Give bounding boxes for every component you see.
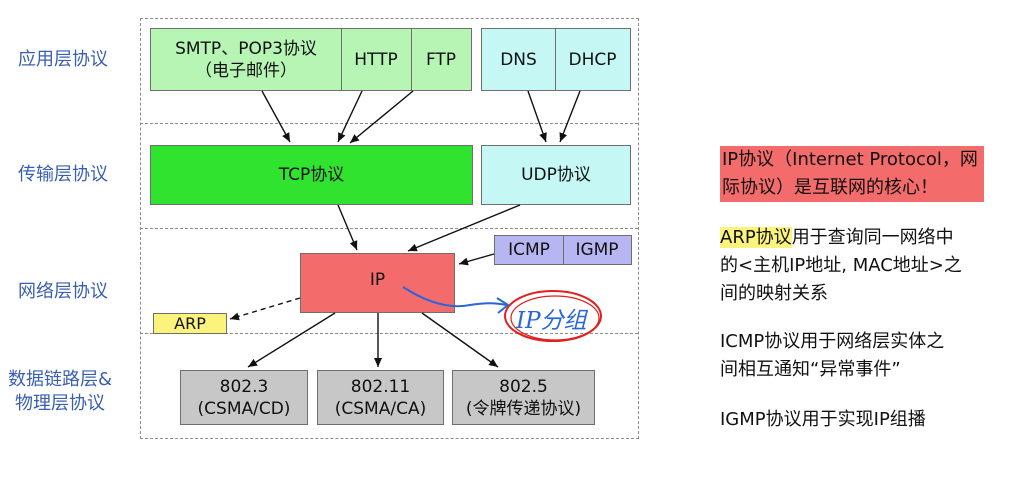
divider [563, 236, 564, 264]
ink-arrow [402, 286, 507, 308]
link-8023-box: 802.3 (CSMA/CD) [180, 370, 308, 425]
igmp-label: IGMP [575, 240, 619, 260]
icmp-igmp-group: ICMP IGMP [494, 235, 632, 265]
arrow-ip-to-8023 [247, 312, 336, 368]
divider [341, 29, 342, 90]
layer-label-network: 网络层协议 [18, 281, 108, 302]
arp-label: ARP [174, 313, 206, 333]
http-label: HTTP [354, 49, 398, 70]
link-80211-label: 802.11 (CSMA/CA) [334, 376, 427, 419]
arrow-tcp-to-ip [337, 204, 358, 251]
note-arp: ARP协议用于查询同一网络中 的<主机IP地址, MAC地址>之 间的映射关系 [720, 224, 962, 308]
icmp-label: ICMP [508, 240, 550, 260]
igmp-box: IGMP [563, 236, 631, 264]
smtp-pop3-box: SMTP、POP3协议 （电子邮件） [151, 29, 341, 90]
note-ip: IP协议（Internet Protocol，网 际协议）是互联网的核心！ [720, 146, 984, 202]
arrow-http-to-tcp [337, 90, 363, 143]
link-8025-label: 802.5 (令牌传递协议) [465, 376, 582, 419]
arrow-dns-to-udp [527, 90, 547, 143]
app-protocol-group-mail-web-ftp: SMTP、POP3协议 （电子邮件） HTTP FTP [150, 28, 472, 91]
http-box: HTTP [341, 29, 411, 90]
layer-divider-3 [140, 333, 638, 334]
udp-label: UDP协议 [521, 165, 591, 185]
note-ip-text: IP协议（Internet Protocol，网 际协议）是互联网的核心！ [720, 146, 984, 202]
app-protocol-group-dns-dhcp: DNS DHCP [481, 28, 631, 91]
ip-label: IP [369, 270, 386, 290]
arp-box: ARP [153, 313, 227, 334]
smtp-pop3-label: SMTP、POP3协议 （电子邮件） [175, 38, 317, 81]
dns-label: DNS [500, 49, 537, 70]
ftp-box: FTP [411, 29, 471, 90]
tcp-box: TCP协议 [150, 145, 473, 205]
arrow-icmp-to-ip [458, 253, 495, 266]
note-arp-text: 用于查询同一网络中 的<主机IP地址, MAC地址>之 间的映射关系 [720, 227, 962, 304]
divider [411, 29, 412, 90]
note-arp-highlight: ARP协议 [720, 227, 792, 248]
link-8023-label: 802.3 (CSMA/CD) [197, 376, 291, 419]
link-80211-box: 802.11 (CSMA/CA) [317, 370, 444, 425]
layer-label-link-physical: 数据链路层& 物理层协议 [8, 369, 113, 414]
divider [555, 29, 556, 90]
icmp-box: ICMP [495, 236, 563, 264]
layer-label-application: 应用层协议 [18, 49, 108, 70]
handwritten-ip-packet: IP分组 [516, 308, 587, 334]
arrow-dhcp-to-udp [559, 90, 581, 143]
arrow-ip-to-8025 [421, 312, 499, 368]
layer-divider-2 [140, 228, 638, 229]
dns-box: DNS [482, 29, 555, 90]
dhcp-label: DHCP [568, 49, 617, 70]
ip-box: IP [300, 253, 455, 313]
tcp-label: TCP协议 [278, 165, 345, 185]
ftp-label: FTP [425, 49, 457, 70]
arrow-ftp-to-tcp [349, 90, 414, 144]
dhcp-box: DHCP [555, 29, 630, 90]
udp-box: UDP协议 [481, 145, 631, 205]
note-icmp: ICMP协议用于网络层实体之 间相互通知“异常事件” [720, 331, 945, 380]
note-igmp: IGMP协议用于实现IP组播 [720, 409, 926, 430]
link-8025-box: 802.5 (令牌传递协议) [452, 370, 595, 425]
arrow-udp-to-ip [407, 204, 521, 252]
arrow-ip-to-arp [229, 297, 301, 321]
layer-label-transport: 传输层协议 [18, 164, 108, 185]
arrow-smtp-to-tcp [261, 90, 291, 143]
ink-circle [504, 290, 602, 342]
layer-divider-1 [140, 123, 638, 124]
